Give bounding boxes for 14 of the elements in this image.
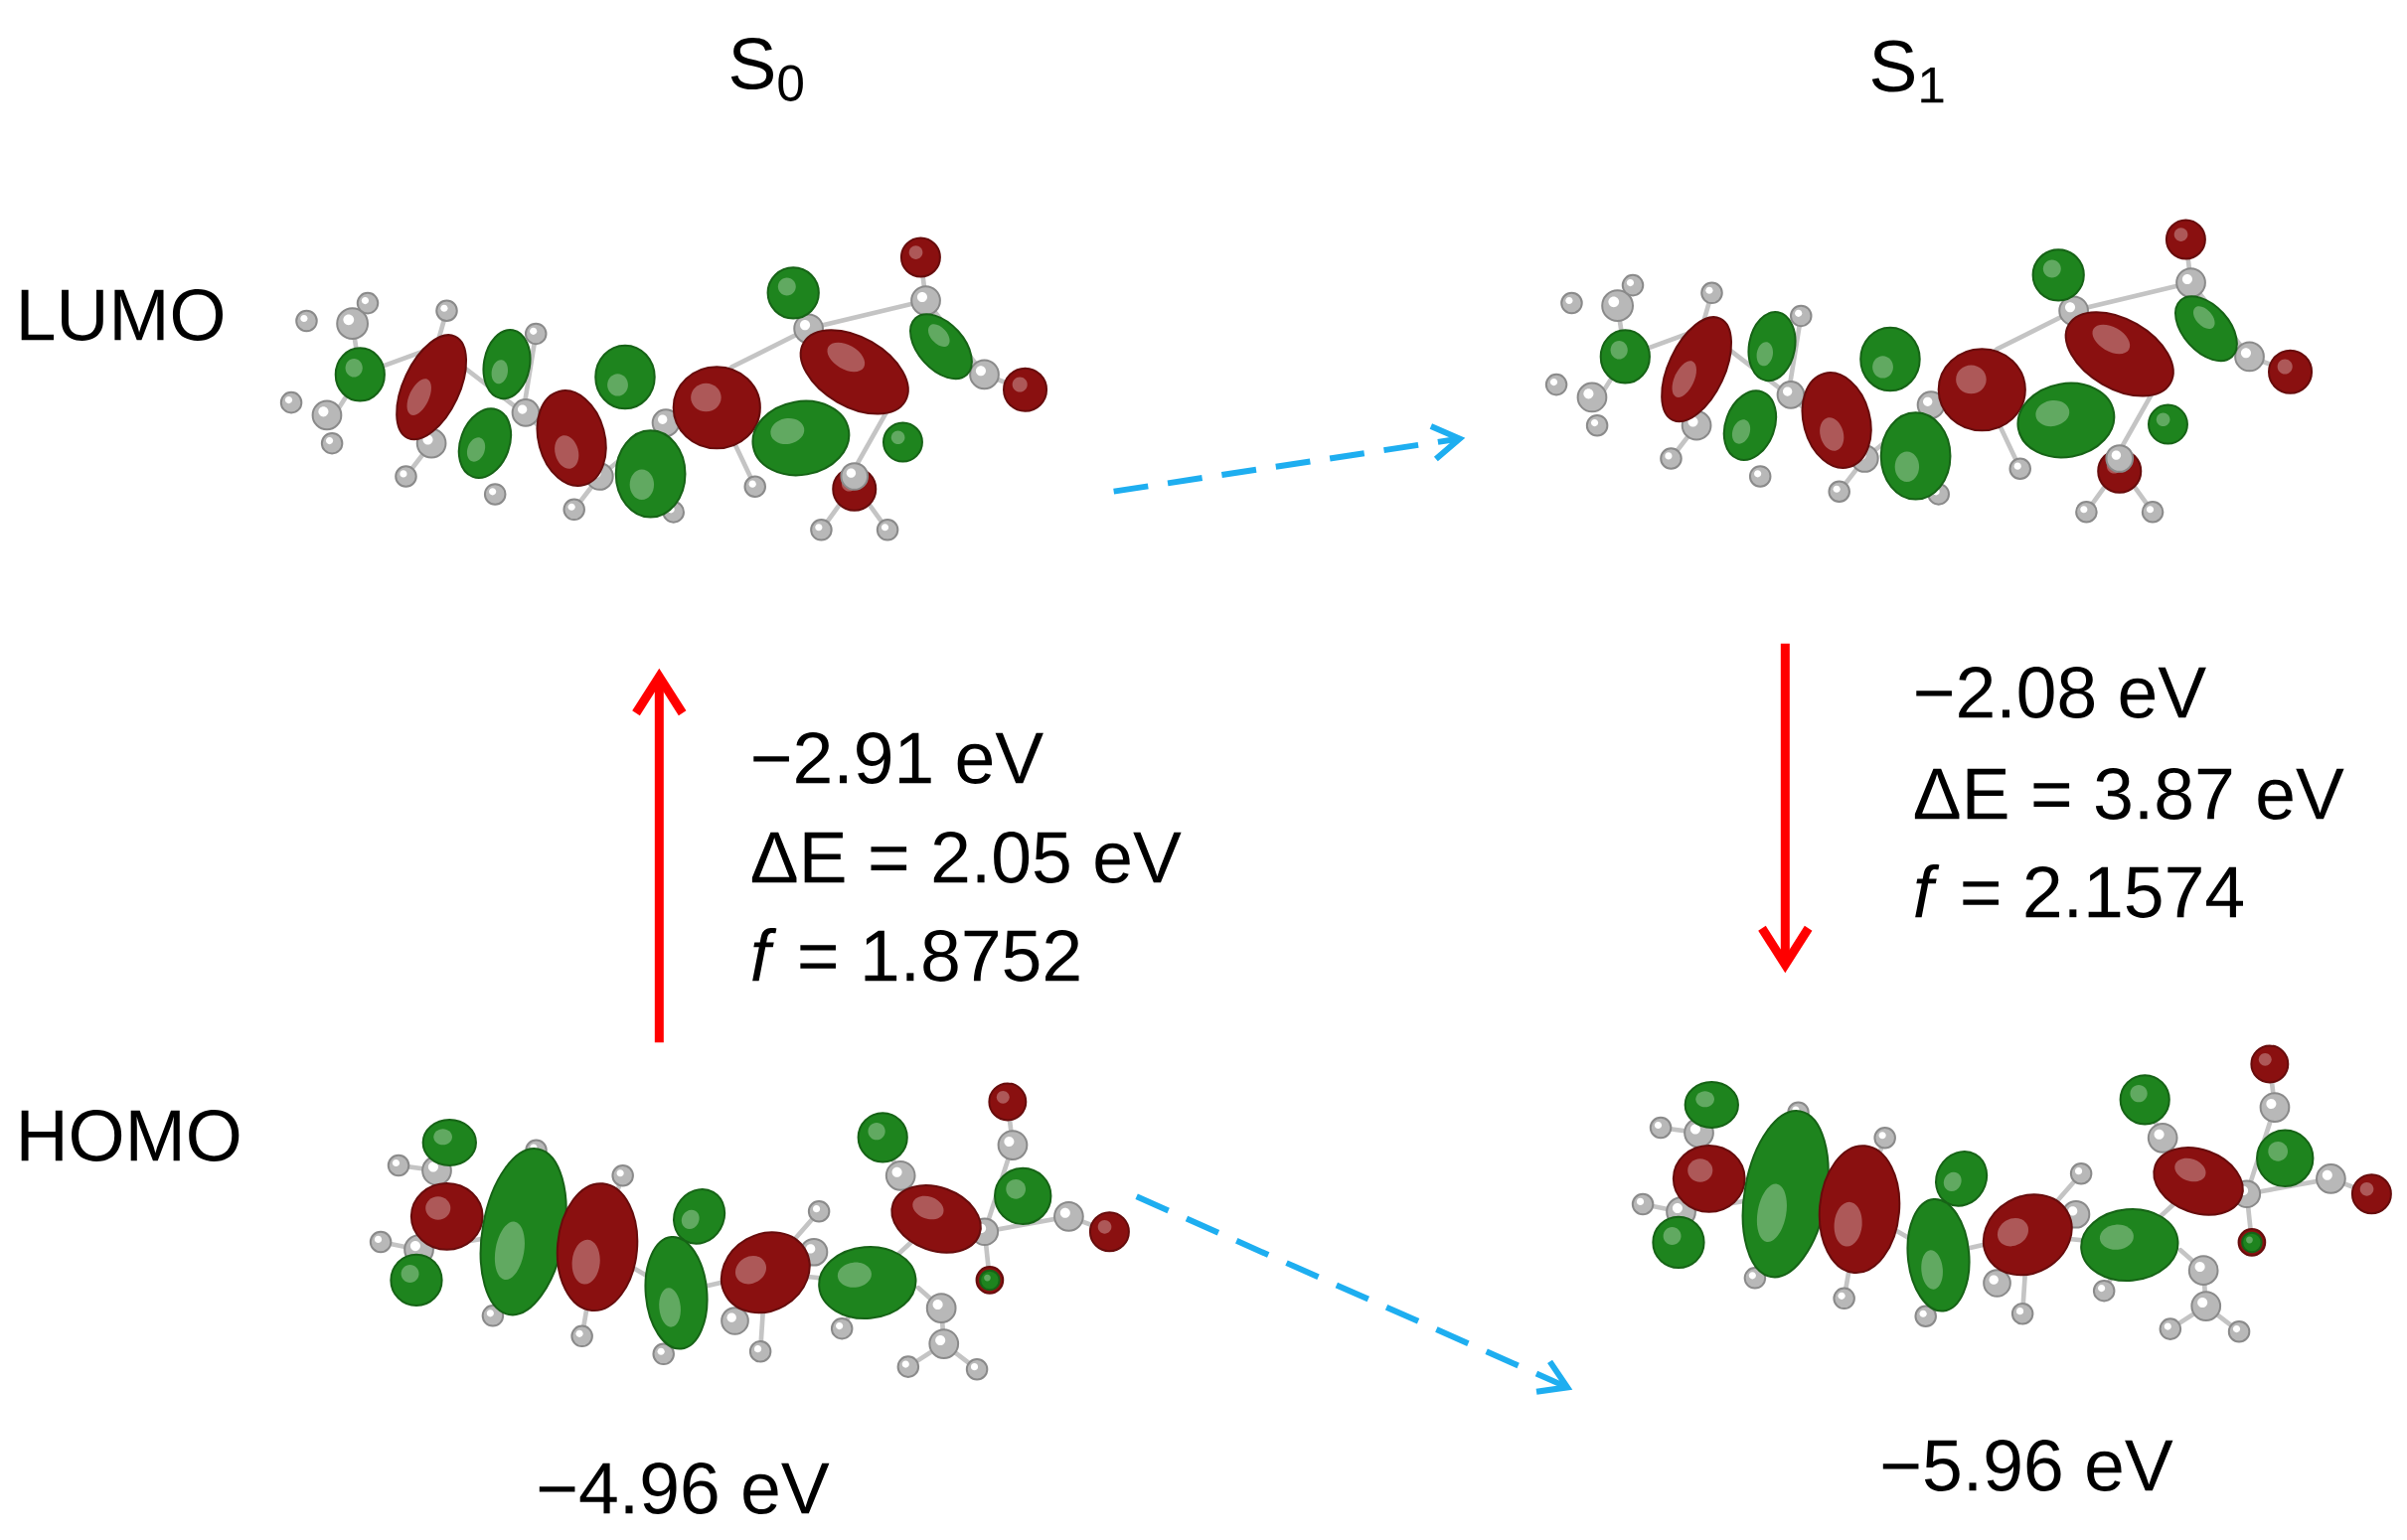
gap-label: ΔE = 2.05 eV	[751, 832, 1182, 883]
arrow	[1758, 643, 1813, 974]
energy-label: −2.91 eV	[753, 732, 1043, 784]
energy-label: −5.96 eV	[1882, 1440, 2173, 1491]
arrow	[1113, 423, 1466, 495]
orbital-picture	[279, 236, 1048, 541]
energy-label: −2.08 eV	[1916, 667, 2206, 718]
orbital-picture	[1631, 1044, 2392, 1343]
gap-label: ΔE = 3.87 eV	[1914, 768, 2344, 820]
arrow	[1135, 1193, 1573, 1395]
row-heading: HOMO	[21, 1110, 240, 1161]
orbital-picture	[369, 1082, 1130, 1381]
orbital-picture	[1544, 219, 2314, 524]
energy-label: −4.96 eV	[539, 1463, 830, 1514]
